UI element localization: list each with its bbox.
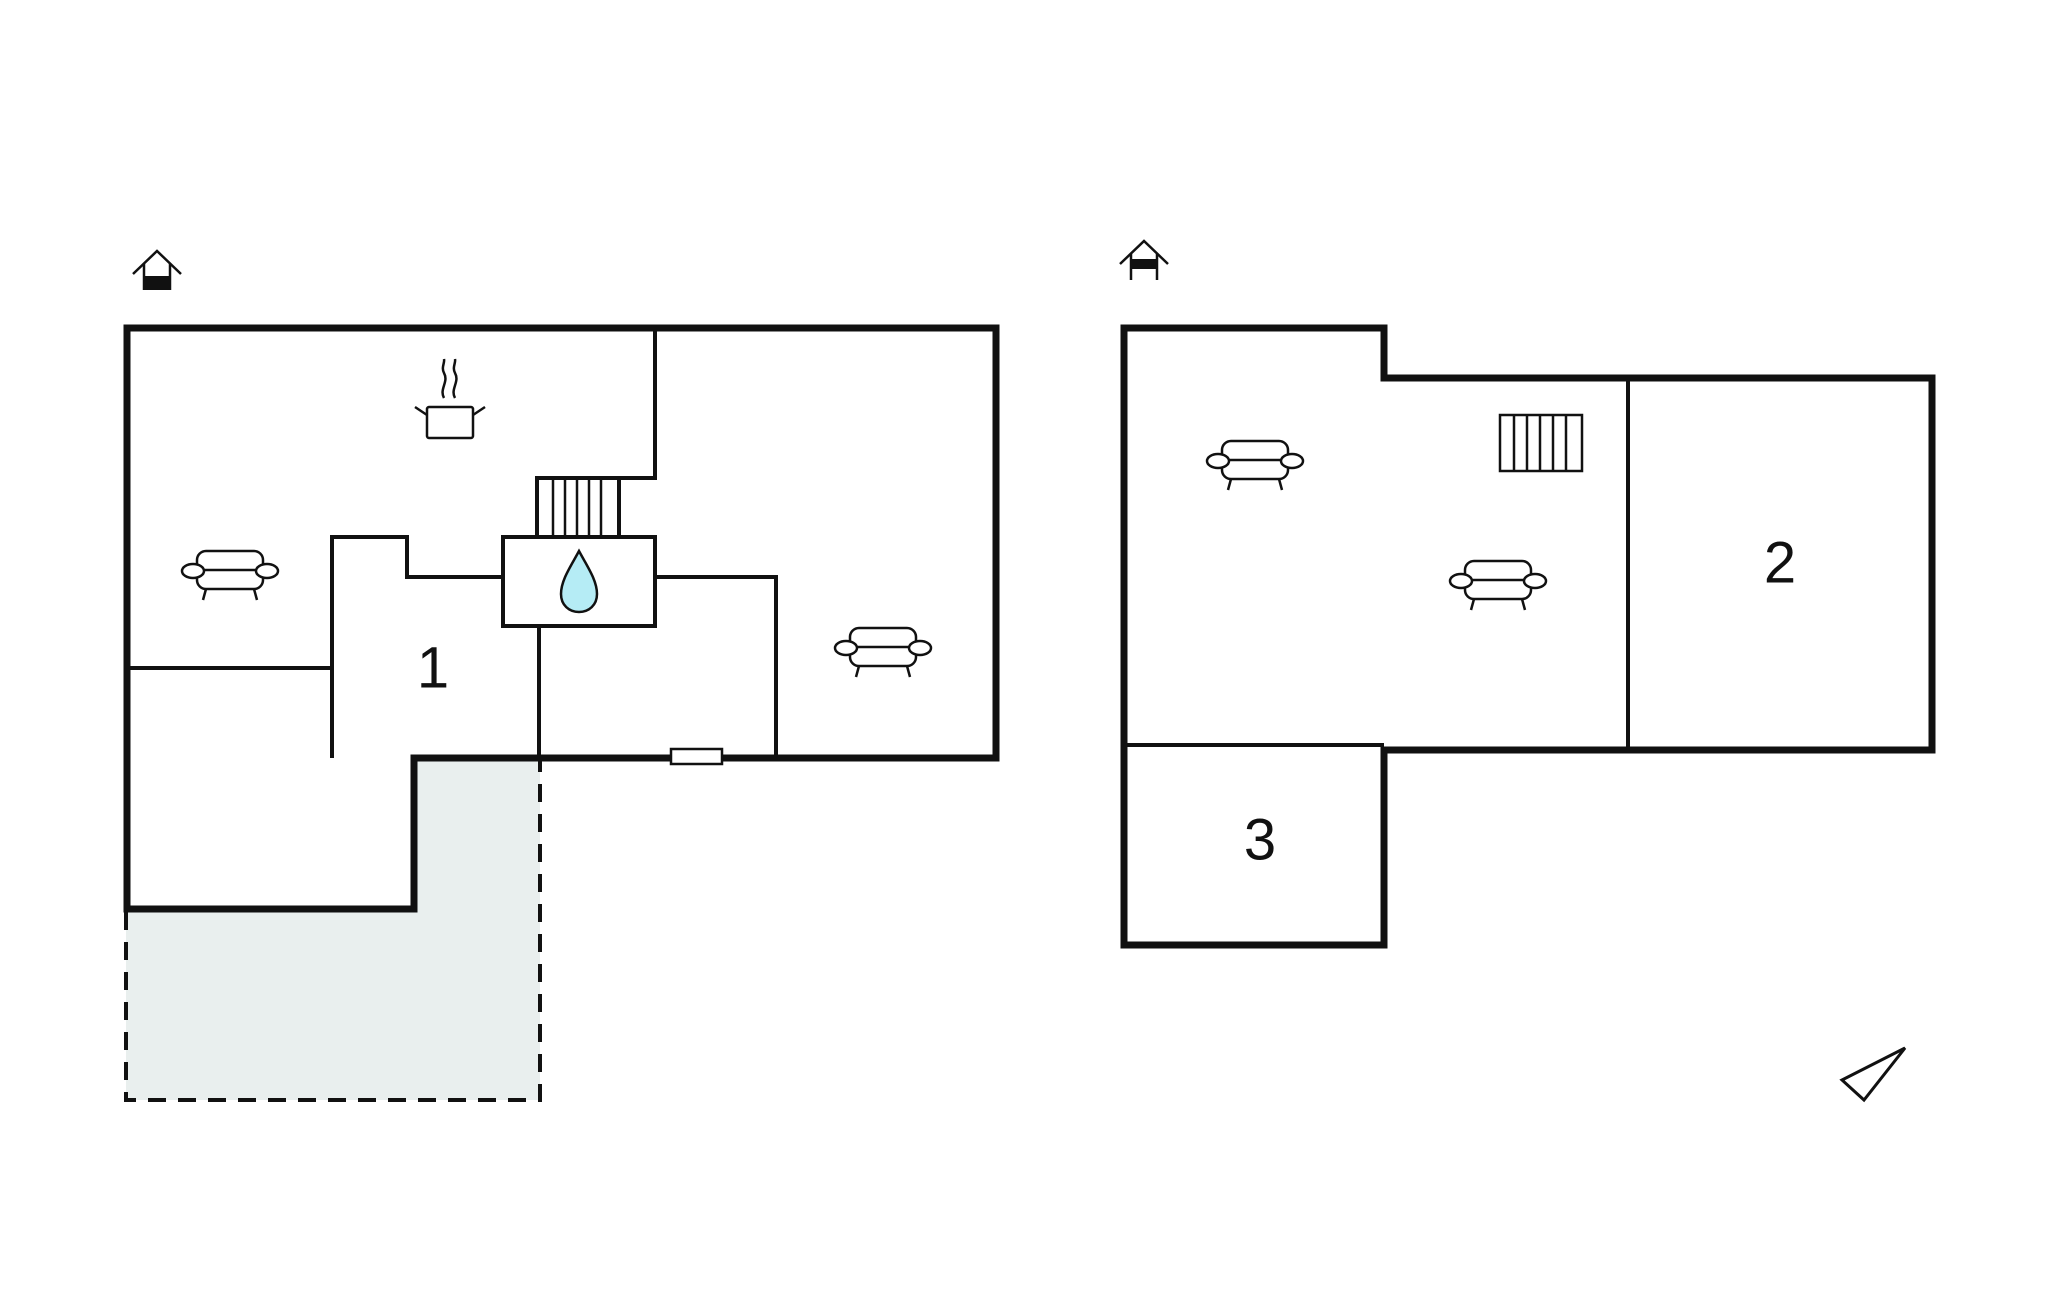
- kitchen-pot-icon: [414, 358, 486, 440]
- room-number-1: 1: [417, 635, 449, 700]
- ground-floor-exterior-wall: [123, 324, 1000, 913]
- stairs-icon: [535, 476, 621, 539]
- terrace-outline: [124, 760, 542, 1102]
- sofa-icon: [180, 549, 280, 601]
- terrace-area: [126, 760, 540, 1100]
- bathroom-water-drop-icon: [559, 548, 599, 614]
- ground-floor-plan: 1: [123, 249, 1000, 1102]
- room-number-3: 3: [1244, 807, 1276, 872]
- sofa-icon: [1205, 439, 1305, 491]
- sofa-icon: [1448, 559, 1548, 611]
- stairs-icon: [1498, 413, 1584, 473]
- sofa-icon: [833, 626, 933, 678]
- upper-floor-plan: 2 3: [1119, 239, 1936, 949]
- room-number-2: 2: [1764, 530, 1796, 595]
- ground-floor-interior-walls: [127, 330, 778, 758]
- floor-level-icon: [132, 249, 182, 290]
- north-compass-icon: [1839, 1046, 1907, 1103]
- upper-floor-exterior-wall: [1120, 324, 1936, 949]
- floor-level-icon: [1119, 239, 1169, 280]
- window-marker: [669, 747, 724, 766]
- upper-floor-interior-walls: [1126, 380, 1630, 748]
